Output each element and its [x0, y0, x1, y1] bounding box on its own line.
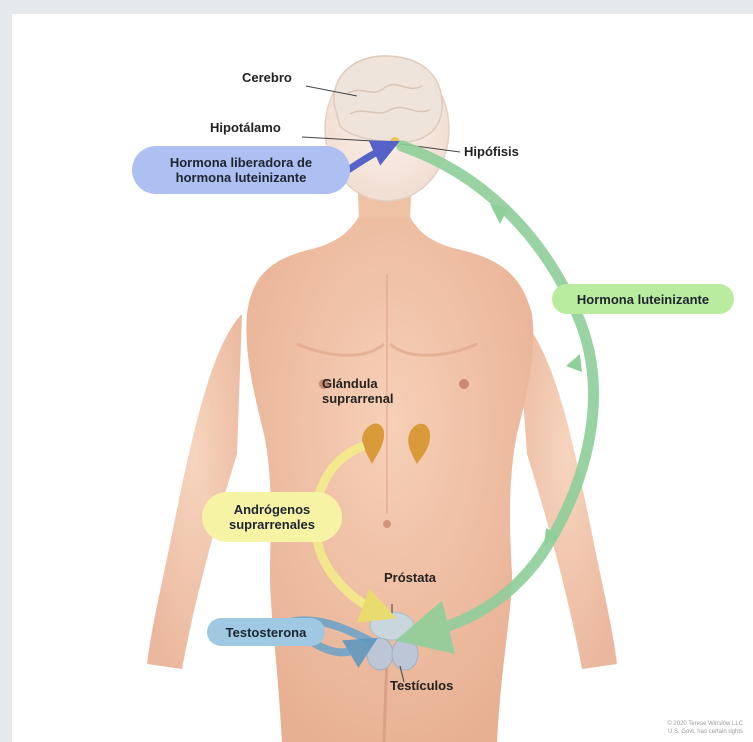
androgens-label-line2: suprarrenales — [229, 517, 315, 532]
copyright-line1: © 2020 Terese Winslow LLC — [667, 720, 743, 728]
navel — [383, 520, 391, 528]
prostate-label: Próstata — [384, 570, 436, 585]
lh-pill: Hormona luteinizante — [552, 284, 734, 314]
androgens-label-line1: Andrógenos — [229, 502, 315, 517]
copyright-notice: © 2020 Terese Winslow LLC U.S. Govt. has… — [667, 720, 743, 736]
testicle-right — [392, 638, 418, 670]
hypothalamus-label: Hipotálamo — [210, 120, 281, 135]
lh-label: Hormona luteinizante — [577, 292, 709, 307]
testicles-label: Testículos — [390, 678, 453, 693]
testosterone-pill: Testosterona — [207, 618, 325, 646]
lhrh-pill: Hormona liberadora de hormona luteinizan… — [132, 146, 350, 194]
brain-shape — [334, 56, 442, 142]
adrenal-label-line2: suprarrenal — [322, 391, 394, 406]
adrenal-label-line1: Glándula — [322, 376, 394, 391]
testosterone-label: Testosterona — [226, 625, 307, 640]
pituitary-label: Hipófisis — [464, 144, 519, 159]
lhrh-label-line1: Hormona liberadora de — [170, 155, 312, 170]
prostate-gland — [370, 612, 414, 640]
adrenal-androgens-pill: Andrógenos suprarrenales — [202, 492, 342, 542]
brain-label: Cerebro — [242, 70, 292, 85]
copyright-line2: U.S. Govt. has certain rights — [667, 728, 743, 736]
diagram-sheet: Cerebro Hipotálamo Hipófisis Hormona lib… — [12, 14, 753, 742]
right-nipple — [459, 379, 469, 389]
right-arm — [517, 314, 617, 669]
adrenal-gland-label: Glándula suprarrenal — [322, 376, 394, 406]
lhrh-label-line2: hormona luteinizante — [170, 170, 312, 185]
